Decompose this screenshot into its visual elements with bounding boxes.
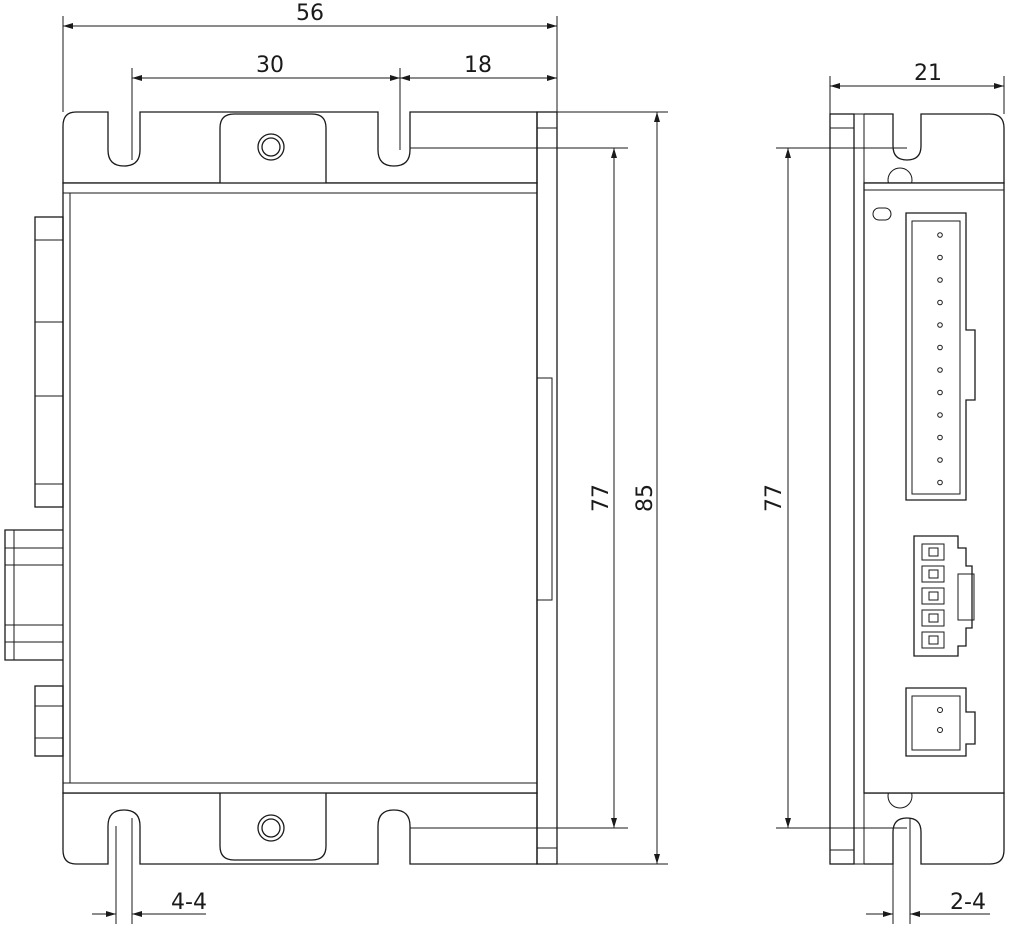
top-flange: [62, 111, 538, 184]
five-pin-connector: [913, 535, 975, 657]
dim-side-hole-pitch: 77: [762, 484, 787, 512]
connector-terminal-contact: [928, 591, 939, 601]
connector-pin: [937, 457, 943, 463]
connector-pin: [937, 389, 943, 396]
side-view: [829, 113, 1005, 865]
dim-side-slot-width: 2-4: [950, 890, 986, 915]
top-screw-outer: [257, 133, 285, 161]
left-connectors: [4, 216, 64, 757]
connector-pin: [937, 299, 943, 306]
bottom-screw-outer: [257, 814, 285, 842]
side-top-flange: [864, 113, 1005, 184]
connector-terminal-contact: [928, 547, 939, 557]
bottom-tab: [219, 793, 327, 861]
top-screw-inner: [261, 137, 281, 157]
dim-side-depth: 21: [914, 61, 942, 86]
connector-terminal: [921, 587, 945, 605]
connector-pin: [937, 232, 943, 238]
connector-pin: [937, 434, 943, 441]
top-tab: [219, 113, 327, 183]
dim-hole-to-edge: 18: [464, 53, 492, 78]
side-back-plate: [829, 113, 855, 865]
connector-pin: [937, 322, 943, 328]
dim-hole-spacing: 30: [256, 53, 284, 78]
dimension-lines: [62, 16, 1005, 924]
connector-terminal: [921, 565, 945, 583]
connector-pin: [937, 412, 943, 418]
side-body: [863, 182, 1005, 794]
dim-front-slot-width: 4-4: [171, 890, 207, 915]
side-bottom-flange: [864, 792, 1005, 865]
connector-pin: [937, 344, 943, 351]
connector-terminal-contact: [928, 569, 939, 579]
dim-hole-pitch-vertical: 77: [589, 484, 614, 512]
connector-pin: [937, 277, 943, 283]
connector-pin: [937, 254, 943, 261]
side-rail: [536, 111, 558, 865]
connector-pin: [937, 367, 943, 373]
main-body: [62, 182, 538, 794]
connector-terminal: [921, 631, 945, 649]
rail-notch: [537, 377, 553, 601]
connector-terminal: [921, 609, 945, 627]
dim-overall-width: 56: [296, 1, 324, 26]
connector-pin: [937, 479, 943, 486]
connector-terminal-contact: [928, 635, 939, 645]
bottom-screw-inner: [261, 818, 281, 838]
connector-terminal: [921, 543, 945, 561]
bottom-flange: [62, 792, 538, 865]
multi-pin-connector: [905, 212, 976, 501]
front-view: [4, 111, 558, 865]
dim-overall-height: 85: [633, 484, 658, 512]
connector-terminal-contact: [928, 613, 939, 623]
two-pin-connector: [905, 687, 976, 757]
